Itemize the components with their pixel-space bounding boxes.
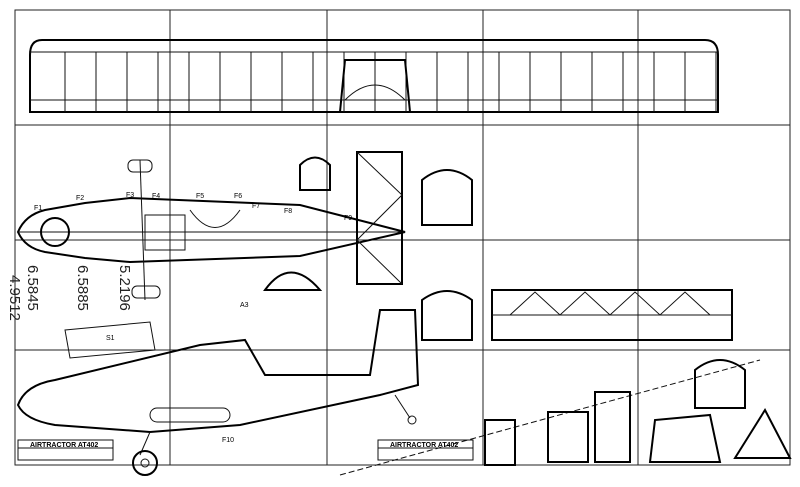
wing-plan-view [29, 39, 719, 113]
title-block-1-text: AIRTRACTOR AT402 [30, 442, 98, 449]
title-block-2: AIRTRACTOR AT402 [377, 439, 474, 461]
dimension-3: 5.2196 [116, 265, 133, 311]
formers [64, 151, 792, 466]
tile-grid [14, 9, 791, 466]
label-f4: F4 [152, 193, 160, 200]
fuselage-side-view [16, 309, 761, 476]
label-f9: F9 [344, 215, 352, 222]
label-f3: F3 [126, 192, 134, 199]
fuselage-top-view [16, 159, 406, 301]
label-f10: F10 [222, 437, 234, 444]
label-f7: F7 [252, 203, 260, 210]
dimension-4: 4.9512 [6, 275, 23, 321]
label-f5: F5 [196, 193, 204, 200]
label-f1: F1 [34, 205, 42, 212]
title-block-2-text: AIRTRACTOR AT402 [390, 442, 458, 449]
dimension-2: 6.5885 [74, 265, 91, 311]
label-a3: A3 [240, 302, 249, 309]
label-f8: F8 [284, 208, 292, 215]
label-s1: S1 [106, 335, 115, 342]
title-block-1: AIRTRACTOR AT402 [17, 439, 114, 461]
label-f2: F2 [76, 195, 84, 202]
dimension-1: 6.5845 [24, 265, 41, 311]
label-f6: F6 [234, 193, 242, 200]
